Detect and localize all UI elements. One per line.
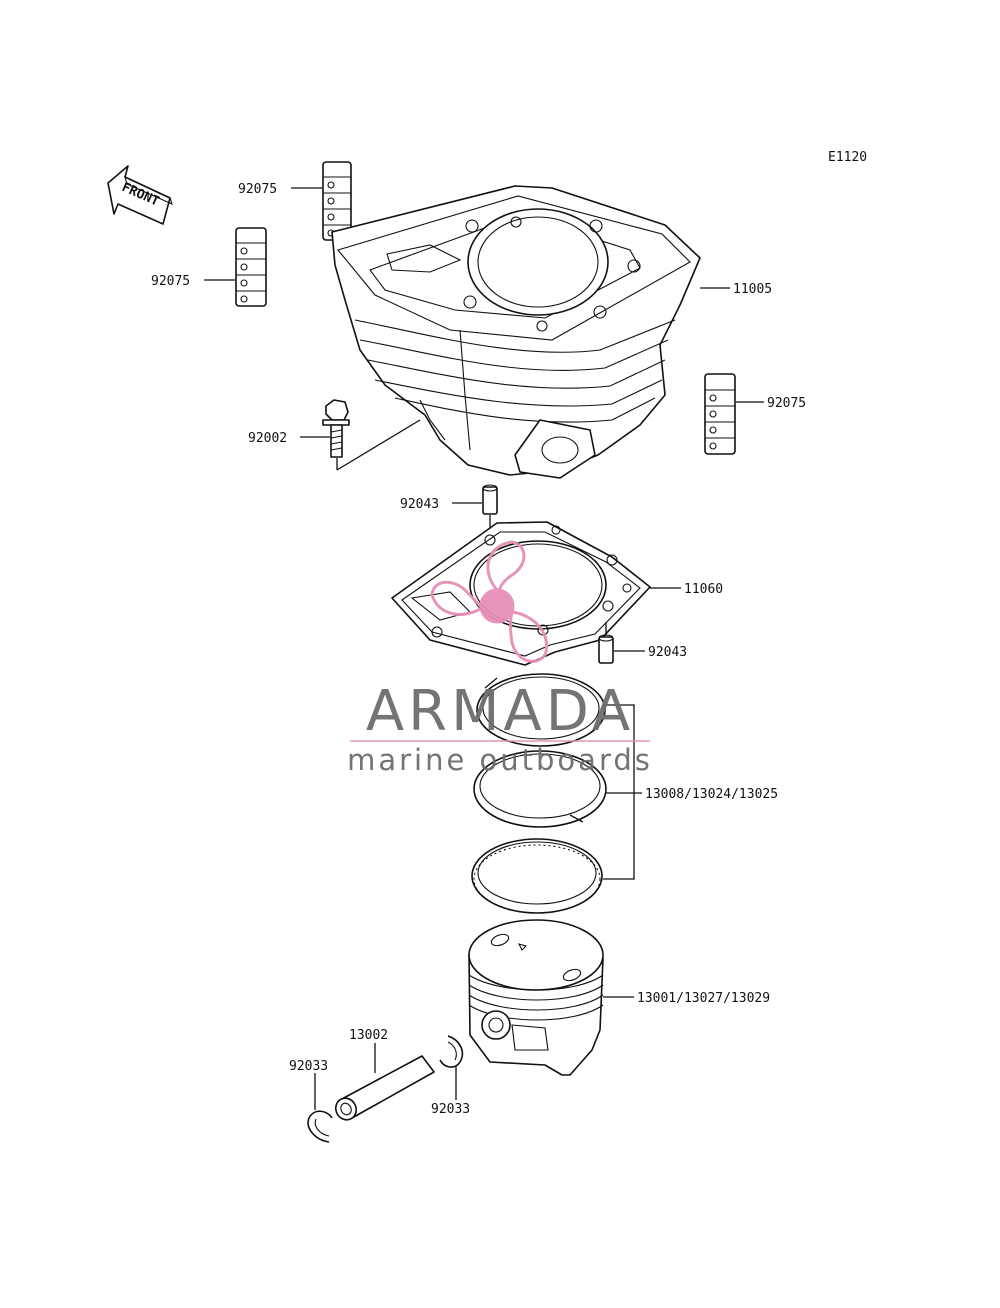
- label-92002: 92002: [248, 431, 287, 446]
- label-13002: 13002: [349, 1028, 388, 1043]
- cylinder-gasket: [391, 521, 651, 666]
- oil-ring: [471, 838, 603, 914]
- dowel-pin-top: [482, 484, 498, 515]
- label-92033-right: 92033: [431, 1102, 470, 1117]
- diagram-code: E1120: [828, 150, 867, 165]
- dowel-pin-bottom: [598, 634, 614, 664]
- label-11005: 11005: [733, 282, 772, 297]
- piston-ring-top: [476, 673, 606, 747]
- circlip-left: [307, 1110, 333, 1143]
- label-92075-b: 92075: [151, 274, 190, 289]
- label-rings: 13008/13024/13025: [645, 787, 778, 802]
- label-92043-bottom: 92043: [648, 645, 687, 660]
- watermark-tagline: marine outboards: [347, 743, 653, 777]
- watermark-brand: ARMADA: [366, 679, 634, 744]
- bolt: [322, 399, 350, 458]
- piston-ring-middle: [473, 750, 607, 828]
- piston-pin: [334, 1055, 435, 1121]
- rubber-damper-a: [322, 161, 352, 241]
- label-11060: 11060: [684, 582, 723, 597]
- rubber-damper-b: [235, 227, 267, 307]
- label-piston: 13001/13027/13029: [637, 991, 770, 1006]
- piston: [468, 919, 604, 1076]
- label-92075-c: 92075: [767, 396, 806, 411]
- circlip-right: [439, 1035, 464, 1068]
- label-92033-left: 92033: [289, 1059, 328, 1074]
- front-arrow-icon: FRONT: [107, 165, 173, 225]
- propeller-logo-icon: [430, 540, 548, 663]
- label-92043-top: 92043: [400, 497, 439, 512]
- cylinder-block: [331, 185, 701, 479]
- label-92075-a: 92075: [238, 182, 277, 197]
- rubber-damper-c: [704, 373, 736, 455]
- watermark: ARMADA marine outboards: [347, 540, 653, 777]
